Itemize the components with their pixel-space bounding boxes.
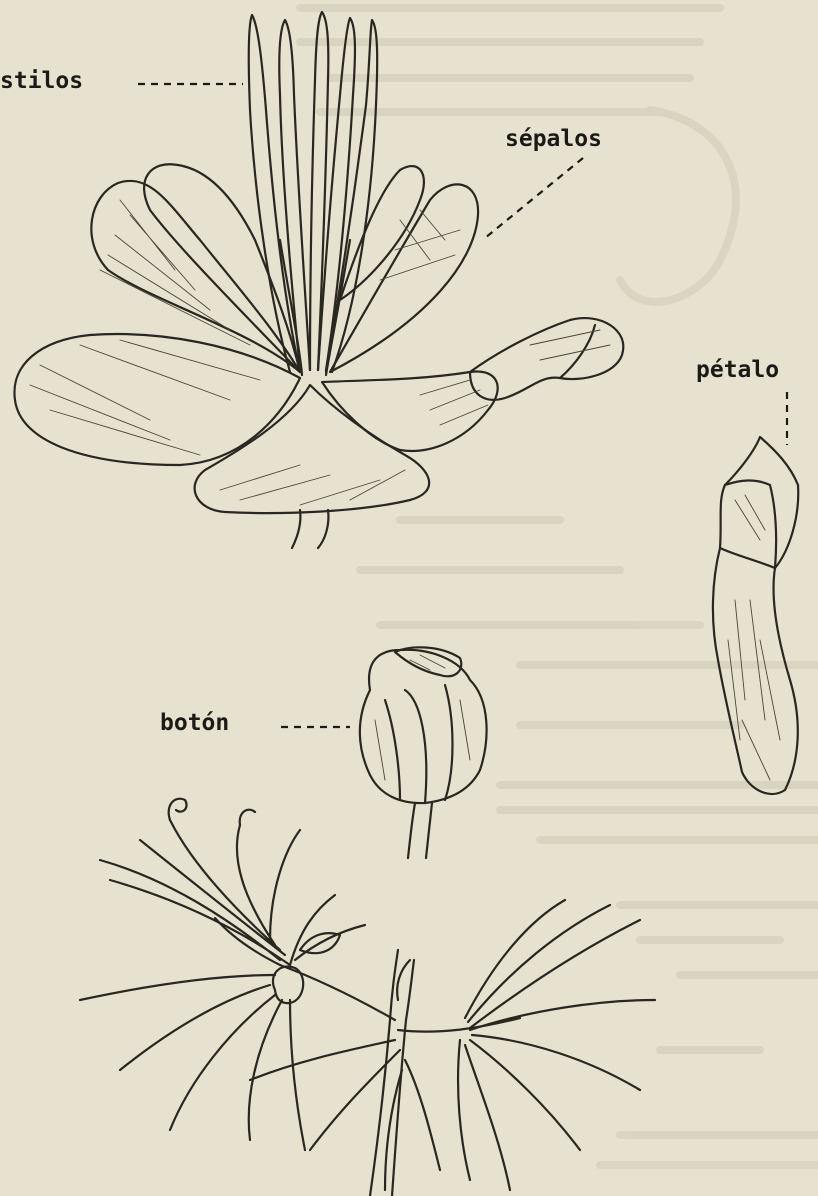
label-estilos: stilos — [0, 68, 83, 94]
sepalos-leader — [485, 158, 583, 238]
label-sepalos: sépalos — [505, 126, 602, 152]
leader-lines — [138, 84, 787, 727]
label-boton: botón — [160, 710, 229, 736]
leafy-branch — [80, 799, 655, 1196]
single-petal — [713, 437, 798, 794]
flower-bud — [360, 647, 487, 858]
label-petalo: pétalo — [696, 357, 779, 383]
bleed-through-background — [300, 8, 818, 1165]
open-flower — [14, 12, 623, 548]
